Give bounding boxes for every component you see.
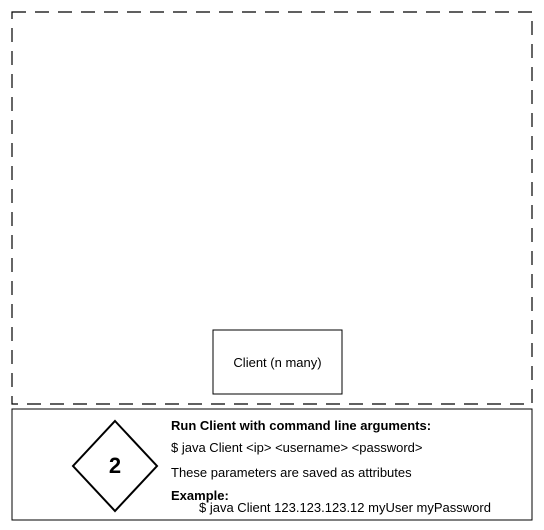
step-number: 2 bbox=[108, 453, 122, 478]
example-command: $ java Client 123.123.123.12 myUser myPa… bbox=[199, 500, 491, 515]
step-note: These parameters are saved as attributes bbox=[171, 465, 412, 480]
client-node-label: Client (n many) bbox=[233, 354, 322, 370]
step-command: $ java Client <ip> <username> <password> bbox=[171, 440, 423, 455]
client-node-box bbox=[212, 329, 343, 395]
step-diamond-icon bbox=[71, 419, 159, 513]
client-boundary bbox=[11, 11, 533, 405]
step-heading: Run Client with command line arguments: bbox=[171, 418, 432, 433]
example-label: Example: bbox=[171, 488, 229, 503]
